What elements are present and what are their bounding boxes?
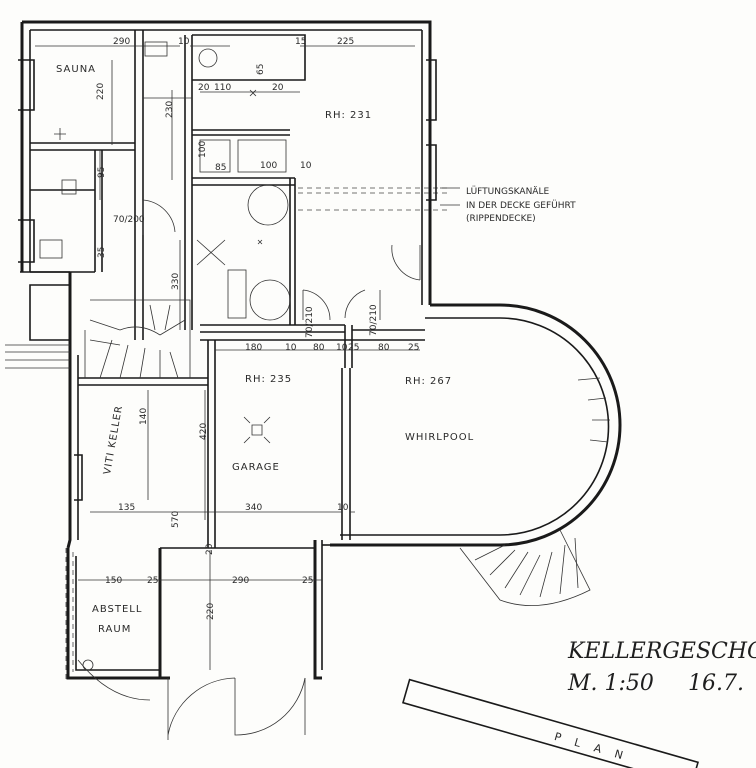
dim-330: 330 (171, 273, 181, 290)
tank-icon (249, 279, 291, 321)
fixtures (39, 41, 291, 671)
dim-20a: 20 (198, 83, 210, 93)
dim-220: 220 (96, 83, 106, 100)
dim-80b: 80 (378, 343, 390, 353)
dim-20b: 20 (272, 83, 284, 93)
room-label-keller: VITI KELLER (102, 404, 125, 475)
dim-10d: 10 (336, 343, 348, 353)
dim-65: 65 (256, 64, 266, 75)
dim-135: 135 (118, 503, 135, 513)
room-label-garage: GARAGE (232, 462, 280, 473)
dim-180: 180 (245, 343, 262, 353)
boiler-icon (247, 184, 289, 226)
dim-230: 230 (165, 101, 175, 118)
dim-20c: 20 (205, 543, 215, 555)
dim-220b: 220 (206, 603, 216, 620)
room-label-whirlpool: WHIRLPOOL (405, 432, 474, 443)
room-label-rh231: RH: 231 (325, 110, 372, 121)
dim-140: 140 (139, 408, 149, 425)
dim-100b: 100 (260, 161, 277, 171)
dim-110: 110 (214, 83, 231, 93)
room-label-abstell: ABSTELL (92, 604, 142, 615)
dim-15: 15 (295, 37, 306, 47)
dim-95: 95 (97, 167, 107, 178)
annotation-line1: LÜFTUNGSKANÄLE (466, 186, 549, 197)
dim-25d: 25 (302, 576, 313, 586)
windows (5, 59, 437, 501)
dim-100a: 100 (198, 141, 208, 158)
dim-35: 35 (97, 247, 107, 258)
dim-225: 225 (337, 37, 354, 47)
dim-420: 420 (199, 423, 209, 440)
dim-290: 290 (113, 37, 130, 47)
room-label-rh235: RH: 235 (245, 374, 292, 385)
dim-10a: 10 (178, 37, 190, 47)
dim-10c: 10 (285, 343, 297, 353)
door-swings (77, 199, 421, 740)
drain-icon (198, 48, 218, 68)
room-label-rh267: RH: 267 (405, 376, 452, 387)
drawing-scale: M. 1:50 (567, 671, 654, 696)
interior-walls (29, 30, 425, 548)
staircase-main (84, 299, 191, 379)
light-icon (249, 89, 263, 245)
dim-70-200: 70/200 (113, 215, 145, 225)
dim-25c: 25 (147, 576, 158, 586)
drawing-date: 16.7. (688, 671, 744, 696)
dim-570: 570 (171, 511, 181, 528)
dim-10e: 10 (337, 503, 349, 513)
drawing-title: KELLERGESCHOSS (567, 639, 756, 664)
dim-70-210a: 70/210 (305, 306, 315, 338)
dim-340: 340 (245, 503, 262, 513)
staircase-whirlpool (459, 529, 591, 606)
annotation-line2: IN DER DECKE GEFÜHRT (466, 200, 576, 211)
dim-80a: 80 (313, 343, 325, 353)
dim-150: 150 (105, 576, 122, 586)
dim-290b: 290 (232, 576, 249, 586)
plan-stamp-text: PLAN (553, 730, 638, 766)
room-label-sauna: SAUNA (56, 64, 96, 75)
dim-85: 85 (215, 163, 226, 173)
dim-10b: 10 (300, 161, 312, 171)
dim-70-210b: 70/210 (369, 304, 379, 336)
room-label-raum: RAUM (98, 624, 131, 635)
exterior-walls (20, 20, 622, 680)
annotation-line3: (RIPPENDECKE) (466, 214, 536, 224)
light-icon (243, 416, 271, 444)
dimension-lines (35, 45, 460, 680)
dim-25b: 25 (408, 343, 419, 353)
dim-25a: 25 (348, 343, 359, 353)
